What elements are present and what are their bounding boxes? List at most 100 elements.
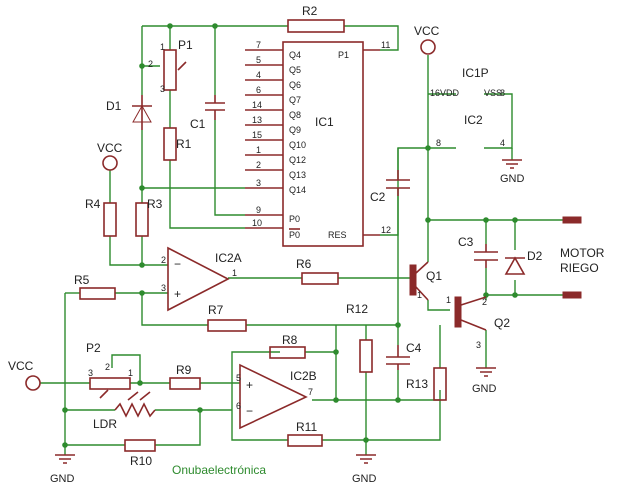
ic1-res-name: RES <box>328 230 347 240</box>
transistor-q1 <box>409 261 429 301</box>
junction-dots <box>62 23 518 448</box>
label-ic2: IC2 <box>464 113 483 127</box>
label-r11: R11 <box>296 420 317 434</box>
label-motor-line1: MOTOR <box>560 246 605 260</box>
resistor-r1 <box>163 127 177 161</box>
resistor-r13 <box>433 367 447 401</box>
ic1-pin-num: 6 <box>256 85 261 95</box>
pin-ic2b-7: 7 <box>308 387 313 397</box>
label-vdd: VDD <box>440 88 460 98</box>
label-r2: R2 <box>302 4 318 18</box>
resistor-r8 <box>269 346 306 359</box>
resistor-r2 <box>287 19 345 33</box>
ic1-pin-num: 1 <box>256 145 261 155</box>
resistor-r12 <box>359 339 373 373</box>
motor-terminal-bottom <box>562 291 582 299</box>
pin-p1-3: 3 <box>160 84 165 94</box>
gnd-symbol-left <box>55 454 75 464</box>
pin-ic2b-5: 5 <box>236 373 241 383</box>
pin-ic2-4: 4 <box>500 138 505 148</box>
label-vcc-left: VCC <box>97 141 123 155</box>
resistor-r5 <box>79 287 116 300</box>
gnd-symbol-mid <box>356 454 376 464</box>
label-r10: R10 <box>130 454 152 468</box>
ldr-sensor <box>114 391 156 418</box>
pin-vss-8: 8 <box>500 88 505 98</box>
ic1-pin-name: Q4 <box>289 50 301 60</box>
label-p2: P2 <box>86 341 101 355</box>
ic1-pin-num: 3 <box>256 178 261 188</box>
gnd-symbol-ic2 <box>502 159 522 169</box>
label-ic2b: IC2B <box>290 369 317 383</box>
label-ldr: LDR <box>93 417 117 431</box>
ic1-p1-num: 11 <box>381 40 390 50</box>
label-vcc-right: VCC <box>414 24 440 38</box>
ic1-pin-num: 15 <box>252 130 262 140</box>
resistor-r7 <box>207 319 247 332</box>
label-r13: R13 <box>406 377 428 391</box>
label-gnd-left: GND <box>50 473 75 485</box>
label-ic1p: IC1P <box>462 66 489 80</box>
ic1-pin-num: 9 <box>256 205 261 215</box>
capacitor-c3 <box>474 244 498 268</box>
capacitor-c2 <box>386 170 410 196</box>
label-c1: C1 <box>190 117 206 131</box>
label-r3: R3 <box>147 197 163 211</box>
ic1-pin-name: Q9 <box>289 125 301 135</box>
label-r12: R12 <box>346 302 368 316</box>
label-r6: R6 <box>296 257 312 271</box>
pin-p2-2: 2 <box>105 362 110 372</box>
ic1-left-pins: 7 Q4 5 Q5 4 Q6 6 Q7 14 Q8 13 Q9 15 Q10 1… <box>252 40 306 240</box>
diode-d2 <box>504 256 526 275</box>
label-motor-line2: RIEGO <box>560 261 599 275</box>
pin-q2-1: 1 <box>446 295 451 305</box>
ic1-pin-name: P0 <box>289 230 300 240</box>
label-d2: D2 <box>527 249 543 263</box>
pin-ic2a-1: 1 <box>232 268 237 278</box>
pin-ic2b-6: 6 <box>236 401 241 411</box>
label-r4: R4 <box>85 197 101 211</box>
ic1-pin-leads <box>245 49 380 236</box>
credit-text: Onubaelectrónica <box>172 463 266 477</box>
label-d1: D1 <box>106 99 122 113</box>
opamp-ic2b <box>239 363 308 430</box>
label-q1: Q1 <box>426 269 442 283</box>
ic1-pin-num: 14 <box>252 100 262 110</box>
capacitor-c1 <box>205 95 225 120</box>
label-c4: C4 <box>406 341 422 355</box>
vcc-symbol-left <box>102 155 118 171</box>
pin-ic2-8: 8 <box>436 138 441 148</box>
ic1-res-num: 12 <box>381 225 391 235</box>
label-ic2a: IC2A <box>215 251 242 265</box>
potentiometer-p2 <box>89 377 131 399</box>
wires <box>40 25 565 455</box>
ic1-pin-num: 4 <box>256 70 261 80</box>
resistor-r11 <box>287 434 323 447</box>
label-gnd-mid: GND <box>352 473 377 485</box>
label-vss: VSS <box>484 88 502 98</box>
diode-d1 <box>132 95 152 130</box>
ic1-chip <box>282 41 364 247</box>
label-r1: R1 <box>176 137 192 151</box>
ic1-p1-name: P1 <box>338 50 349 60</box>
label-c3: C3 <box>458 235 474 249</box>
ic1-pin-name: Q6 <box>289 80 301 90</box>
ic1-pin-name: Q10 <box>289 140 306 150</box>
resistor-r3 <box>135 202 149 237</box>
ic1-pin-name: Q12 <box>289 155 306 165</box>
ic1-pin-num: 5 <box>256 55 261 65</box>
ic1-pin-num: 10 <box>252 218 262 228</box>
ic2a-minus: − <box>174 257 181 271</box>
label-r8: R8 <box>282 333 298 347</box>
pin-q2-2: 2 <box>482 297 487 307</box>
ic1-pin-name: Q13 <box>289 170 306 180</box>
ic1-pin-num: 13 <box>252 115 262 125</box>
pin-q1-1: 1 <box>417 290 422 300</box>
ic1-pin-name: Q8 <box>289 110 301 120</box>
resistor-r6 <box>301 272 339 285</box>
motor-terminal-top <box>562 216 582 224</box>
label-gnd-ic2: GND <box>500 173 525 185</box>
vcc-symbol-right <box>420 39 436 55</box>
